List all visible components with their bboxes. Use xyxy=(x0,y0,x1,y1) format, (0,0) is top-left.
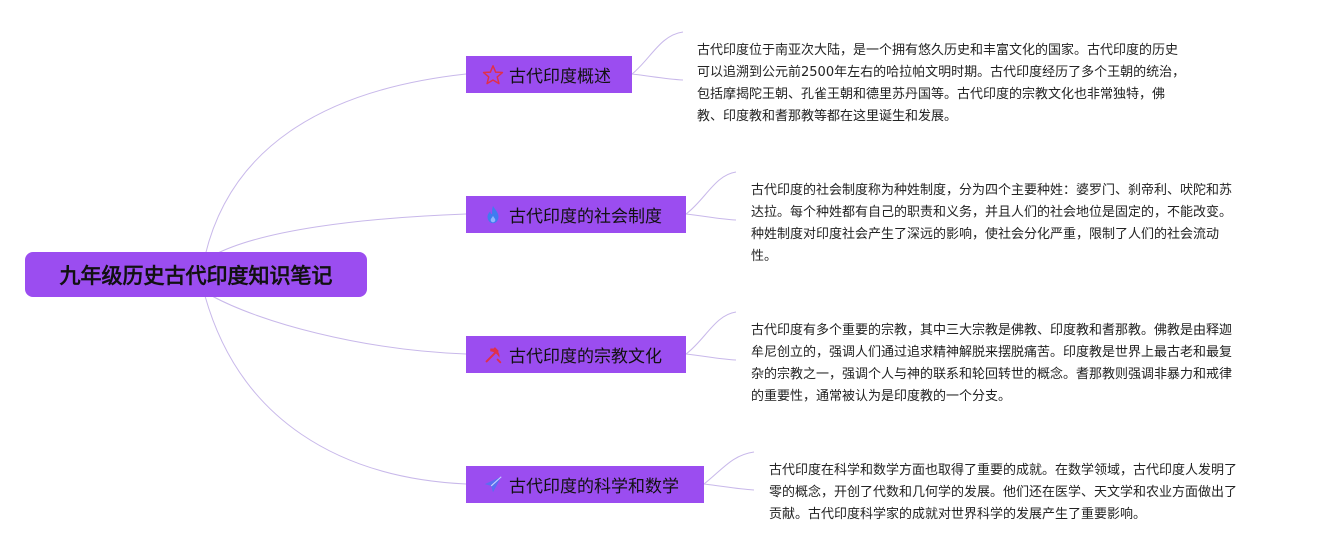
star-icon xyxy=(482,64,504,86)
root-topic-label: 九年级历史古代印度知识笔记 xyxy=(59,263,333,288)
branch-topic-label: 古代印度概述 xyxy=(509,67,611,87)
connector-root-branch-1 xyxy=(204,73,467,257)
root-topic[interactable]: 九年级历史古代印度知识笔记 xyxy=(25,252,367,297)
note-science-math: 古代印度在科学和数学方面也取得了重要的成就。在数学领域，古代印度人发明了零的概念… xyxy=(769,463,1238,522)
connector-branch-4-note-lower xyxy=(703,483,755,491)
paper-plane-icon xyxy=(482,474,504,496)
flame-icon xyxy=(482,204,504,226)
connector-branch-2-note-lower xyxy=(685,213,737,221)
note-overview: 古代印度位于南亚次大陆，是一个拥有悠久历史和丰富文化的国家。古代印度的历史可以追… xyxy=(697,43,1186,124)
branch-topic-label: 古代印度的宗教文化 xyxy=(509,347,662,367)
note-religion-culture: 古代印度有多个重要的宗教，其中三大宗教是佛教、印度教和耆那教。佛教是由释迦牟尼创… xyxy=(751,323,1233,404)
branch-topic-label: 古代印度的科学和数学 xyxy=(509,477,679,497)
hammer-sickle-icon xyxy=(482,344,504,366)
connector-branch-3-note xyxy=(685,311,737,355)
connector-branch-3-note-lower xyxy=(685,353,737,361)
connector-branch-2-note xyxy=(685,171,737,215)
note-social-system: 古代印度的社会制度称为种姓制度，分为四个主要种姓：婆罗门、刹帝利、吠陀和苏达拉。… xyxy=(751,183,1233,264)
branch-topic-religion-culture[interactable]: 古代印度的宗教文化 xyxy=(466,336,686,373)
connector-branch-1-note xyxy=(631,31,684,75)
branch-topic-overview[interactable]: 古代印度概述 xyxy=(466,56,632,93)
connector-root-branch-4 xyxy=(204,295,467,485)
branch-topic-label: 古代印度的社会制度 xyxy=(509,207,662,227)
branch-topic-social-system[interactable]: 古代印度的社会制度 xyxy=(466,196,686,233)
connector-root-branch-2 xyxy=(211,213,467,257)
connector-root-branch-3 xyxy=(211,295,467,355)
connector-branch-1-note-lower xyxy=(631,73,684,81)
branch-topic-science-math[interactable]: 古代印度的科学和数学 xyxy=(466,466,704,503)
connector-branch-4-note xyxy=(703,451,755,485)
